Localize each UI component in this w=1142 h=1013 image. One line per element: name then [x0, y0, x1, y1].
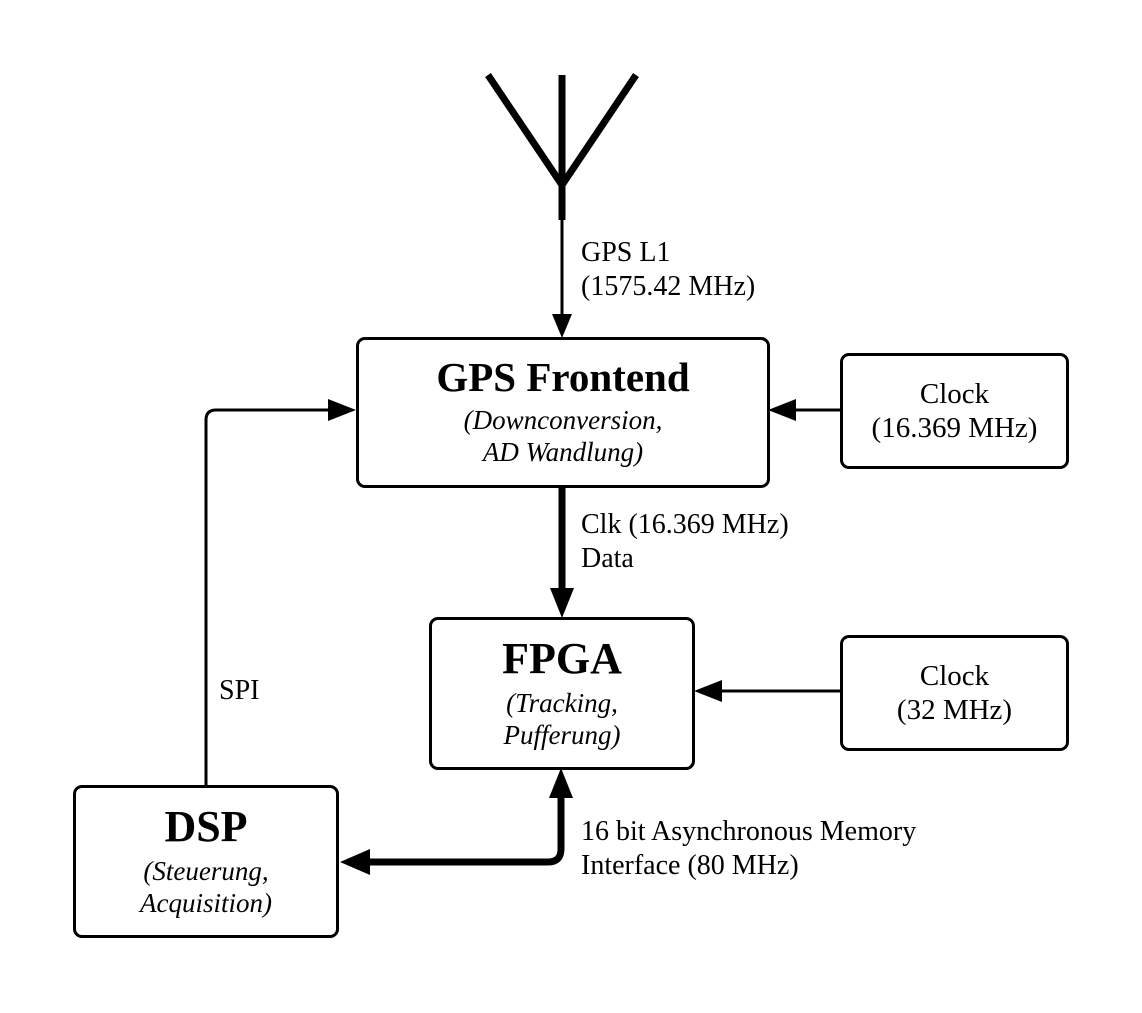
gps-frontend-sub2: AD Wandlung) — [482, 437, 644, 467]
clk-data-arrowhead — [550, 588, 574, 618]
memory-label-line2: Interface (80 MHz) — [581, 850, 799, 881]
spi-line — [204, 408, 330, 788]
clk-data-label-line1: Clk (16.369 MHz) — [581, 509, 789, 540]
memory-arrowhead-dsp — [340, 849, 370, 875]
fpga-clock-block: Clock (32 MHz) — [840, 635, 1069, 751]
clk-data-label-line2: Data — [581, 543, 634, 574]
antenna-label-line1: GPS L1 — [581, 237, 671, 268]
rf-signal-arrowhead — [552, 314, 572, 338]
fpga-sub1: (Tracking, — [506, 687, 618, 718]
gps-frontend-title: GPS Frontend — [436, 354, 690, 400]
dsp-title: DSP — [164, 801, 248, 851]
memory-interface-label: 16 bit Asynchronous Memory Interface (80… — [581, 815, 916, 883]
antenna-icon — [485, 73, 639, 220]
frontend-clock-arrowhead — [768, 399, 796, 421]
dsp-sub2: Acquisition) — [140, 887, 272, 918]
memory-interface-line — [368, 796, 565, 866]
fpga-clock-line1: Clock — [919, 660, 990, 692]
dsp-block: DSP (Steuerung, Acquisition) — [73, 785, 339, 938]
memory-label-line1: 16 bit Asynchronous Memory — [581, 816, 917, 847]
fpga-sub2: Pufferung) — [503, 719, 621, 750]
memory-arrowhead-fpga — [549, 768, 573, 798]
spi-arrowhead — [328, 399, 356, 421]
frontend-clock-block: Clock (16.369 MHz) — [840, 353, 1069, 469]
spi-label: SPI — [219, 675, 260, 706]
fpga-block: FPGA (Tracking, Pufferung) — [429, 617, 695, 770]
clk-data-label: Clk (16.369 MHz) Data — [581, 508, 789, 576]
fpga-clock-line2: (32 MHz) — [896, 694, 1013, 726]
frontend-clock-line2: (16.369 MHz) — [871, 412, 1038, 444]
frontend-clock-line1: Clock — [919, 378, 990, 410]
gps-frontend-sub1: (Downconversion, — [463, 405, 663, 435]
fpga-title: FPGA — [502, 633, 622, 683]
fpga-clock-arrowhead — [694, 680, 722, 702]
dsp-sub1: (Steuerung, — [143, 855, 269, 886]
gps-frontend-block: GPS Frontend (Downconversion, AD Wandlun… — [356, 337, 770, 488]
antenna-frequency-label: GPS L1 (1575.42 MHz) — [581, 236, 755, 304]
antenna-label-line2: (1575.42 MHz) — [581, 271, 756, 302]
